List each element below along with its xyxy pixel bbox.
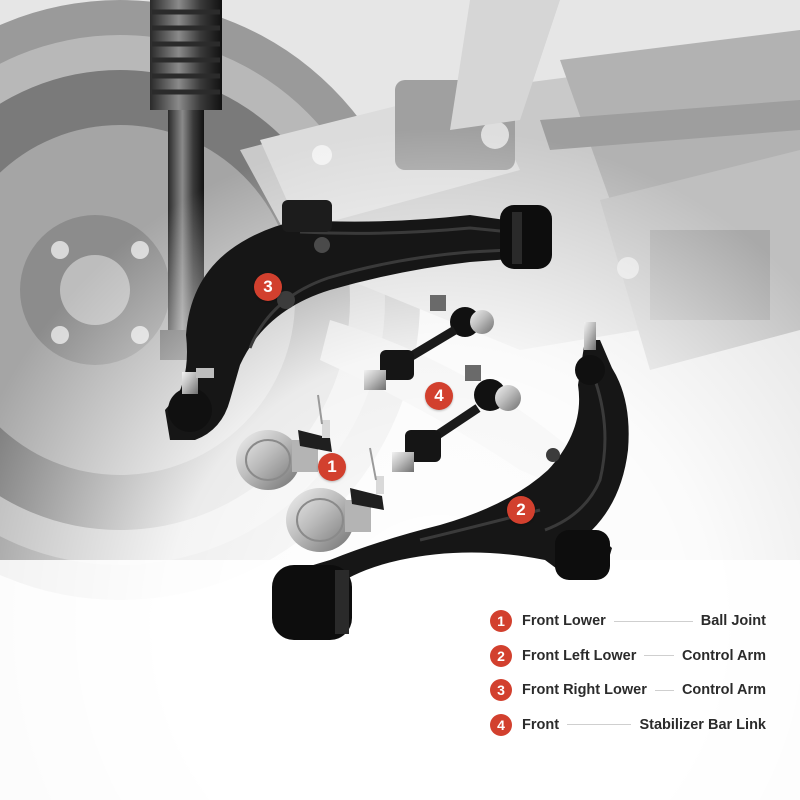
legend-part-name: Stabilizer Bar Link	[639, 716, 766, 733]
legend-number-badge: 4	[490, 713, 512, 736]
legend-part-position: Front Right Lower	[522, 682, 647, 699]
legend-part-name: Control Arm	[681, 682, 766, 699]
ball-joints	[236, 394, 384, 552]
legend-part-position: Front Lower	[522, 613, 606, 630]
control-arm-front-left-lower	[272, 322, 629, 640]
legend-leader-line	[654, 689, 674, 691]
legend-leader-line	[567, 724, 632, 726]
stabilizer-bar-links	[364, 295, 521, 472]
legend-part-name: Control Arm	[681, 647, 766, 664]
legend-row: 1 Front Lower Ball Joint	[490, 604, 766, 639]
legend-number-badge: 3	[490, 679, 512, 702]
callout-badge-2: 2	[507, 496, 535, 524]
legend-number-badge: 1	[490, 610, 512, 633]
legend-part-name: Ball Joint	[700, 613, 766, 630]
legend-row: 3 Front Right Lower Control Arm	[490, 673, 766, 708]
control-arm-front-right-lower	[165, 200, 552, 440]
callout-badge-1: 1	[318, 453, 346, 481]
legend-row: 4 Front Stabilizer Bar Link	[490, 708, 766, 743]
legend-part-position: Front Left Lower	[522, 647, 637, 664]
callout-badge-4: 4	[425, 382, 453, 410]
parts-legend: 1 Front Lower Ball Joint 2 Front Left Lo…	[490, 604, 766, 742]
legend-part-position: Front	[522, 716, 560, 733]
legend-leader-line	[644, 655, 674, 657]
legend-leader-line	[613, 620, 693, 622]
legend-number-badge: 2	[490, 644, 512, 667]
legend-row: 2 Front Left Lower Control Arm	[490, 639, 766, 674]
callout-badge-3: 3	[254, 273, 282, 301]
